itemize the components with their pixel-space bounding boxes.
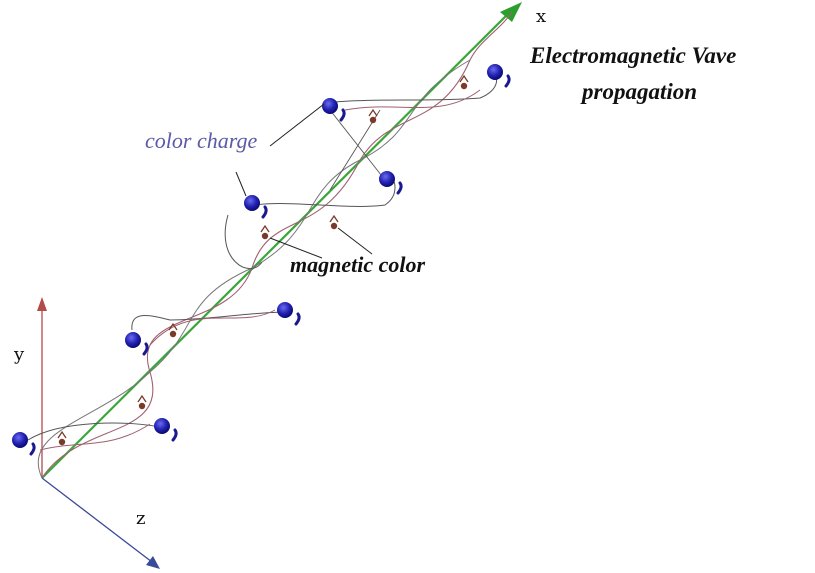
magnetic-dot-1: [57, 430, 67, 446]
z-axis-arrowhead: [146, 556, 160, 569]
loop-2b: [149, 309, 276, 346]
color-charge-label: color charge: [145, 128, 257, 153]
loop-1b: [39, 423, 151, 451]
x-axis-label: x: [536, 6, 546, 27]
y-axis-arrowhead: [37, 297, 47, 311]
color-charge-8: [487, 64, 511, 88]
magnetic-dot-6: [368, 108, 378, 124]
magnetic-dot-7: [459, 74, 469, 90]
loop-4: [334, 71, 498, 103]
wave-thread-pink: [41, 11, 513, 479]
cross-line-2: [329, 109, 381, 191]
magnetic-dot-3: [168, 322, 178, 338]
color-charge-leader-1: [269, 103, 325, 147]
z-axis-label: z: [136, 508, 145, 529]
color-charge-leader-2: [235, 171, 247, 197]
color-charge-7: [322, 98, 346, 122]
color-charge-2: [154, 418, 178, 442]
loop-3: [254, 175, 396, 207]
magnetic-dot-4: [260, 224, 270, 240]
magnetic-color-leader-1: [269, 237, 323, 259]
color-charge-6: [379, 171, 403, 195]
propagation-axis: [41, 9, 513, 479]
title-line-1: Electromagnetic Vave: [529, 43, 736, 68]
magnetic-dot-2: [137, 394, 147, 410]
color-charge-4: [277, 302, 301, 326]
y-axis-label: y: [13, 344, 25, 365]
color-charge-3: [125, 332, 149, 356]
loop-2: [131, 311, 289, 331]
title-line-2: propagation: [580, 79, 697, 104]
magnetic-color-leader-2: [337, 227, 373, 255]
loop-4b: [344, 89, 481, 111]
color-charge-5: [244, 195, 268, 219]
loop-3b: [224, 214, 263, 270]
cross-line-1: [329, 109, 386, 181]
color-charge-1: [12, 432, 36, 456]
z-axis: [41, 477, 153, 563]
magnetic-dot-5: [329, 214, 339, 230]
x-axis-arrowhead: [500, 2, 522, 22]
loop-1: [27, 422, 166, 441]
magnetic-color-label: magnetic color: [290, 252, 425, 277]
